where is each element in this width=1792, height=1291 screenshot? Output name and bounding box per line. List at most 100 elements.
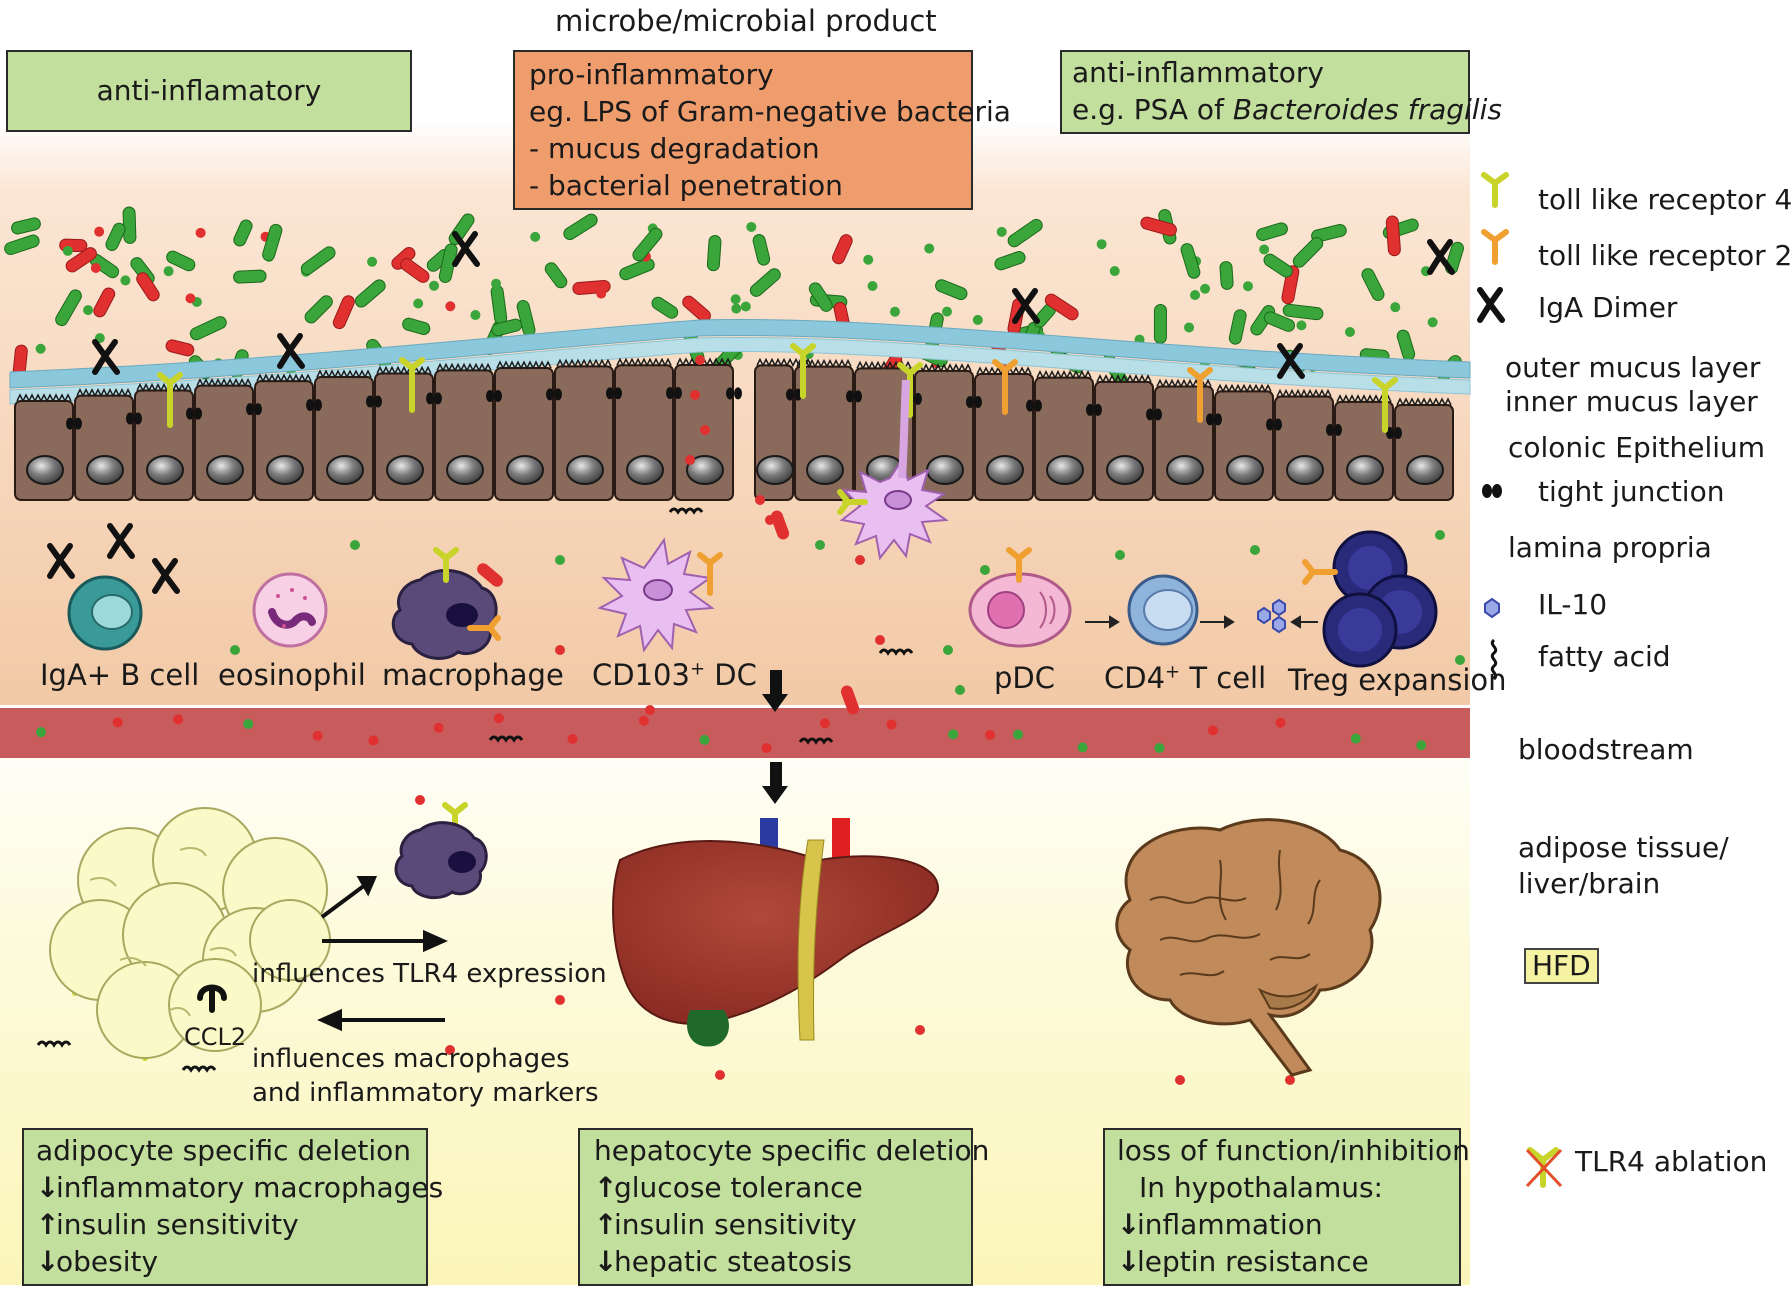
red-bacterium (770, 510, 790, 540)
fatty-acid-squiggle (668, 507, 704, 515)
red-bacterium (93, 287, 116, 318)
anti-inflammatory-left-text: anti-inflamatory (96, 74, 322, 107)
iga-dimer (107, 523, 135, 559)
green-coccus (863, 254, 874, 265)
cd4-t-cell (1127, 574, 1199, 646)
green-coccus (1190, 290, 1201, 301)
tight-junction (734, 387, 742, 400)
hfd-badge: HFD (1524, 948, 1599, 984)
blood-particle (761, 743, 772, 754)
epithelial-nucleus (1406, 455, 1444, 485)
pro-line-3: - mucus degradation (529, 132, 820, 165)
fatty-acid-squiggle (36, 1040, 72, 1048)
green-bacterium (632, 227, 663, 262)
anti-inflammatory-box-right: anti-inflammatory e.g. PSA of Bacteroide… (1060, 50, 1502, 134)
blood-particle (567, 733, 578, 744)
green-bacterium (1180, 243, 1201, 279)
green-bacterium (1311, 223, 1347, 243)
epithelial-nucleus (1226, 455, 1264, 485)
red-particle (715, 1070, 725, 1080)
red-bacterium (832, 234, 853, 265)
adipose-tissue (49, 807, 331, 1059)
tight-junction (1334, 423, 1342, 436)
cd103-prefix: CD103 (592, 658, 690, 692)
iga-dimer (47, 543, 75, 579)
colonic-epithelium (14, 357, 1454, 502)
epithelial-nucleus (86, 455, 124, 485)
iga-dimer (152, 558, 180, 594)
legend-iga-icon (1477, 287, 1505, 323)
green-particle (943, 645, 953, 655)
epithelial-nucleus (566, 455, 604, 485)
iga-dimer (452, 231, 480, 267)
dendritic-cell-epithelial (839, 379, 949, 561)
green-bacterium (752, 234, 771, 266)
blood-particle (173, 714, 184, 725)
green-bacterium (1219, 261, 1234, 290)
green-coccus (1344, 327, 1355, 338)
green-coccus (730, 294, 741, 305)
red-bacterium (840, 685, 860, 715)
tight-junction (726, 387, 734, 400)
tight-junction (1214, 413, 1222, 426)
pdc-cell (968, 572, 1072, 648)
green-coccus (83, 305, 94, 316)
tight-junction (1086, 403, 1094, 416)
green-bacterium (706, 234, 722, 272)
red-particle (415, 795, 425, 805)
epithelial-nucleus (26, 455, 64, 485)
red-bacterium (477, 563, 503, 587)
green-bacterium (105, 222, 126, 251)
microvilli (196, 377, 252, 388)
blood-particle (493, 713, 504, 724)
up-arrow-icon: ↑ (594, 1208, 618, 1241)
tight-junction (246, 403, 254, 416)
fatty-acid-squiggle (878, 648, 914, 656)
green-coccus (1200, 283, 1211, 294)
tight-junction (74, 417, 82, 430)
hepatocyte-items: ↑glucose tolerance↑insulin sensitivity↓h… (594, 1169, 971, 1280)
microvilli (316, 369, 372, 379)
microvilli (376, 365, 432, 376)
red-coccus (445, 301, 456, 312)
tight-junction (254, 403, 262, 416)
red-particle (755, 495, 765, 505)
anti-right-line-2: e.g. PSA of Bacteroides fragilis (1072, 91, 1502, 128)
microvilli (76, 387, 132, 398)
green-particle (1455, 655, 1465, 665)
hypothalamus-item: ↓inflammation (1117, 1206, 1459, 1243)
tight-junction (1326, 423, 1334, 436)
cd4-sup: + (1165, 661, 1181, 683)
green-bacterium (1256, 222, 1288, 241)
down-arrow-icon: ↓ (36, 1171, 60, 1204)
green-coccus (740, 301, 751, 312)
tight-junction (194, 407, 202, 420)
hepatocyte-item-text: glucose tolerance (614, 1171, 863, 1204)
treg-label: Treg expansion (1288, 663, 1507, 697)
legend-fatty-acid-label: fatty acid (1538, 640, 1671, 673)
green-particle (230, 645, 240, 655)
blood-dots (36, 713, 1427, 754)
tlr4-expression-label: influences TLR4 expression (252, 959, 607, 989)
red-particle (1175, 1075, 1185, 1085)
green-bacterium (1282, 303, 1324, 321)
red-bacterium (136, 272, 160, 302)
green-coccus (746, 221, 757, 232)
red-bacterium (400, 258, 430, 283)
down-arrow-icon: ↓ (1117, 1208, 1141, 1241)
green-coccus (1096, 239, 1107, 250)
epithelial-nucleus (756, 455, 794, 485)
pro-line-2: eg. LPS of Gram-negative bacteria (529, 95, 1011, 128)
treg-cells (1322, 530, 1438, 668)
adipocyte-item-text: inflammatory macrophages (56, 1171, 444, 1204)
tight-junction (306, 399, 314, 412)
macrophage-label: macrophage (382, 658, 564, 692)
green-coccus (1259, 244, 1270, 255)
red-particle (685, 455, 695, 465)
tlr4-receptor (790, 343, 816, 399)
tight-junction (846, 390, 854, 403)
tlr4-receptor (433, 547, 459, 583)
cell-arrows (1085, 615, 1318, 629)
tight-junction (1266, 418, 1274, 431)
green-particle (555, 555, 565, 565)
